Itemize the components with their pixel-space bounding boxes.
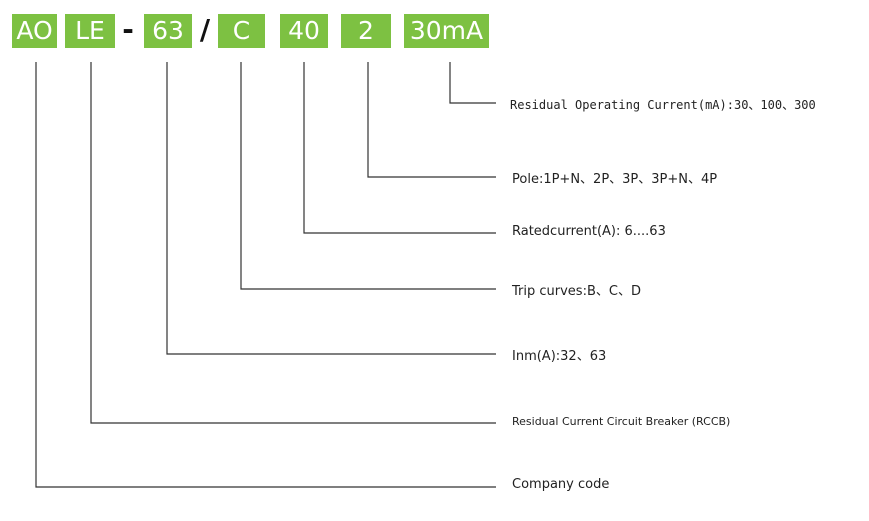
leader-company-code [35,62,496,488]
segment-pole: 2 [341,14,391,48]
leader-pole [367,62,496,178]
segment-residual-current: 30mA [404,14,489,48]
segment-inm: 63 [144,14,192,48]
segment-dash: - [122,13,134,46]
label-inm: Inm(A):32、63 [512,349,607,364]
label-trip-curves: Trip curves:B、C、D [512,284,641,299]
segment-slash: / [199,13,211,46]
segment-trip-curve: C [218,14,265,48]
label-rated-current: Ratedcurrent(A): 6....63 [512,224,666,239]
label-company-code: Company code [512,477,610,492]
segment-company-code: AO [12,14,57,48]
segment-rated-current: 40 [280,14,328,48]
leader-trip-curve [240,62,496,290]
label-residual-operating-current: Residual Operating Current(mA):30、100、30… [510,98,816,112]
leader-inm [166,62,496,355]
label-pole: Pole:1P+N、2P、3P、3P+N、4P [512,172,718,187]
leader-product-type [90,62,496,424]
label-product-type: Residual Current Circuit Breaker (RCCB) [512,415,731,428]
leader-rated-current [303,62,496,234]
segment-product-type: LE [65,14,115,48]
leader-residual-current [449,62,496,104]
